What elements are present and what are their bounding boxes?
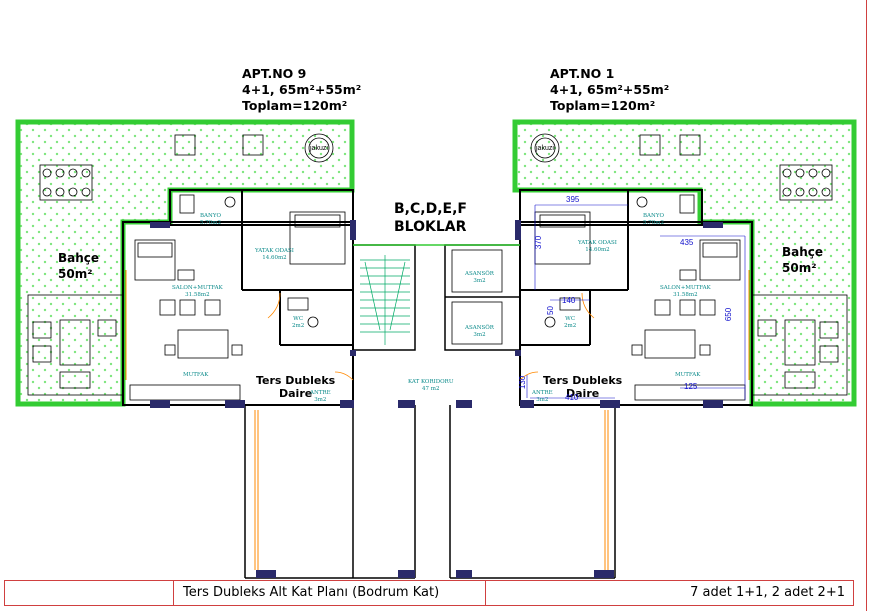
- dimension-125: 125: [684, 382, 698, 391]
- dimension-395: 395: [566, 195, 580, 204]
- room-area: 3m2: [473, 278, 486, 284]
- room-name: YATAK ODASI: [578, 240, 617, 246]
- dimension-435: 435: [680, 238, 694, 247]
- room-name: ANTRE: [310, 390, 331, 396]
- unit-summary: 7 adet 1+1, 2 adet 2+1: [690, 585, 845, 600]
- lower-left-unit: [244, 345, 416, 579]
- drawing-title: Ters Dubleks Alt Kat Planı (Bodrum Kat): [173, 581, 486, 605]
- dimension-650: 650: [724, 307, 734, 322]
- apt-total: Toplam=120m²: [550, 98, 656, 113]
- stair-core: [352, 244, 521, 351]
- garden-name: Bahçe: [58, 251, 100, 265]
- apt-info-left: APT.NO 9 4+1, 65m²+55m² Toplam=120m²: [242, 66, 361, 114]
- room-area: 47 m2: [421, 386, 440, 392]
- dimension-lines: [526, 204, 746, 400]
- room-area: 14.60m2: [585, 247, 610, 253]
- dimension-370: 370: [534, 235, 544, 250]
- dimension-140: 140: [562, 296, 576, 305]
- room-name: BANYO: [200, 213, 221, 219]
- title-block: Ters Dubleks Alt Kat Planı (Bodrum Kat) …: [4, 580, 854, 606]
- room-name: SALON+MUTFAK: [172, 285, 223, 291]
- garden-label-left: Bahçe 50m²: [58, 250, 99, 282]
- unit-label-line1: Ters Dubleks: [543, 374, 623, 387]
- room-name: ASANSÖR: [465, 271, 494, 277]
- room-area: 3m2: [536, 397, 549, 403]
- room-name: ASANSÖR: [465, 325, 494, 331]
- room-name: SALON+MUTFAK: [660, 285, 711, 291]
- room-mutfak-left: MUTFAK: [183, 372, 208, 379]
- room-area: 14.60m2: [262, 255, 287, 261]
- apartment-left-furniture: [129, 194, 346, 401]
- lower-glazing: [125, 270, 750, 570]
- columns: [150, 220, 723, 578]
- room-area: 5.70m2: [200, 220, 221, 226]
- apt-number: APT.NO 9: [242, 66, 307, 81]
- title-block-empty-cell: [5, 581, 174, 605]
- room-name: YATAK ODASI: [255, 248, 294, 254]
- apt-total: Toplam=120m²: [242, 98, 348, 113]
- room-name: MUTFAK: [675, 372, 701, 378]
- block-title: B,C,D,E,F BLOKLAR: [394, 200, 467, 236]
- garden-area: 50m²: [782, 261, 817, 275]
- apt-info-right: APT.NO 1 4+1, 65m²+55m² Toplam=120m²: [550, 66, 669, 114]
- garden-area: 50m²: [58, 267, 93, 281]
- unit-label-line2: Daire: [279, 387, 313, 400]
- garden-name: Bahçe: [782, 245, 824, 259]
- room-area: 5.70m2: [643, 220, 664, 226]
- room-mutfak-right: MUTFAK: [675, 372, 700, 379]
- dimension-130: 130: [518, 375, 528, 390]
- room-name: BANYO: [643, 213, 664, 219]
- room-name: KAT KORIDORU: [408, 379, 454, 385]
- room-name: WC: [565, 316, 576, 322]
- room-area: 2m2: [292, 323, 305, 329]
- jakuzi-label-right: jakuzi: [536, 145, 554, 152]
- dimension-50: 50: [545, 306, 555, 315]
- room-area: 3m2: [314, 397, 327, 403]
- block-title-line1: B,C,D,E,F: [394, 201, 467, 217]
- room-area: 3m2: [473, 332, 486, 338]
- unit-label-left: Ters Dubleks Daire: [256, 374, 335, 400]
- room-name: MUTFAK: [183, 372, 209, 378]
- left-outdoor-furniture: [27, 133, 334, 396]
- garden-label-right: Bahçe 50m²: [782, 244, 823, 276]
- stairs: [360, 255, 410, 345]
- apt-type: 4+1, 65m²+55m²: [242, 82, 362, 97]
- apt-type: 4+1, 65m²+55m²: [550, 82, 670, 97]
- room-name: ANTRE: [532, 390, 553, 396]
- elevators: [451, 249, 503, 345]
- unit-label-line1: Ters Dubleks: [256, 374, 336, 387]
- door-swings: [267, 292, 595, 381]
- frame-right-border: [866, 0, 867, 611]
- apt-number: APT.NO 1: [550, 66, 615, 81]
- unit-label-right: Ters Dubleks Daire: [543, 374, 622, 400]
- jakuzi-label-left: jakuzi: [310, 145, 328, 152]
- unit-label-line2: Daire: [566, 387, 600, 400]
- apartment-right-furniture: [530, 133, 848, 401]
- block-title-line2: BLOKLAR: [394, 219, 467, 235]
- room-area: 2m2: [564, 323, 577, 329]
- room-area: 31.58m2: [185, 292, 210, 298]
- room-name: WC: [293, 316, 304, 322]
- room-area: 31.58m2: [673, 292, 698, 298]
- dimension-410: 410: [565, 393, 579, 402]
- lower-right-unit: [449, 405, 616, 579]
